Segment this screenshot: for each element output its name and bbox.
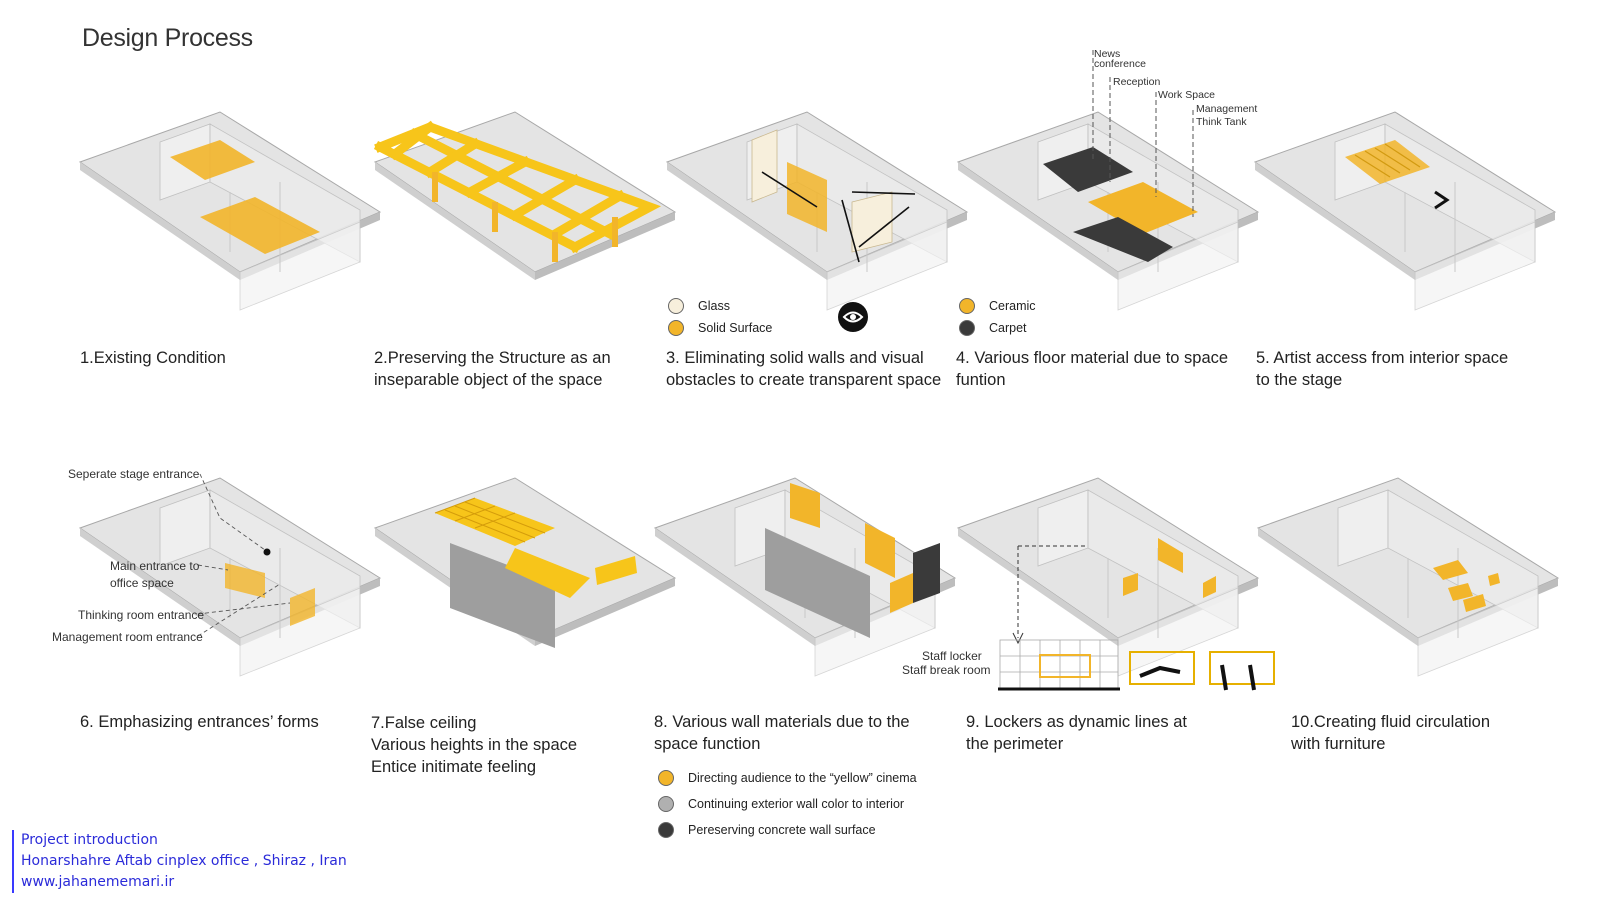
caption-9: 9. Lockers as dynamic lines at the perime… — [966, 711, 1187, 755]
annotation-main-entrance: Main entrance to — [110, 559, 200, 573]
caption-line: to the stage — [1256, 371, 1343, 389]
legend-label: Pereserving concrete wall surface — [688, 823, 876, 837]
legend-label: Solid Surface — [698, 321, 773, 335]
legend-swatch — [668, 298, 684, 314]
annotation-office-space: office space — [110, 576, 174, 590]
legend-item: Ceramic — [959, 295, 1036, 317]
legend-swatch — [658, 770, 674, 786]
legend-swatch — [658, 796, 674, 812]
footer-heading: Project introduction — [21, 832, 158, 848]
diagram-2-structure — [373, 111, 676, 281]
caption-line: 1.Existing Condition — [80, 349, 226, 367]
caption-4: 4. Various floor material due to space fu… — [956, 347, 1228, 391]
annotation-staff-break-room: Staff break room — [902, 663, 991, 677]
annotation-thinking-room: Thinking room entrance — [78, 608, 205, 622]
caption-line: 3. Eliminating solid walls and visual — [666, 349, 924, 367]
diagram-3-transparency — [666, 111, 968, 311]
annotation-news: News — [1094, 48, 1121, 60]
footer-project-name: Honarshahre Aftab cinplex office , Shira… — [21, 853, 347, 869]
legend-label: Ceramic — [989, 299, 1036, 313]
legend-label: Glass — [698, 299, 730, 313]
caption-line: with furniture — [1291, 735, 1386, 753]
eye-icon — [838, 302, 868, 332]
diagram-4-floor — [957, 50, 1259, 311]
annotation-work-space: Work Space — [1158, 89, 1215, 101]
caption-line: inseparable object of the space — [374, 371, 603, 389]
caption-3: 3. Eliminating solid walls and visual obs… — [666, 347, 941, 391]
diagram-5-artist-access — [1254, 111, 1556, 311]
caption-line: 10.Creating fluid circulation — [1291, 713, 1491, 731]
diagram-8-wall-materials — [654, 477, 956, 677]
project-footer: Project introduction Honarshahre Aftab c… — [12, 830, 347, 893]
caption-line: space function — [654, 735, 761, 753]
legend-label: Continuing exterior wall color to interi… — [688, 797, 905, 811]
caption-10: 10.Creating fluid circulation with furnit… — [1291, 711, 1490, 755]
footer-website-link[interactable]: www.jahanememari.ir — [21, 874, 175, 890]
caption-line: 8. Various wall materials due to the — [654, 713, 910, 731]
legend-swatch — [668, 320, 684, 336]
legend-swatch — [658, 822, 674, 838]
diagram-1-existing — [79, 111, 381, 311]
caption-8: 8. Various wall materials due to the spac… — [654, 711, 910, 755]
diagram-7-false-ceiling — [374, 477, 676, 648]
legend-walls: Directing audience to the “yellow” cinem… — [658, 765, 917, 843]
legend-label: Carpet — [989, 321, 1027, 335]
page-title: Design Process — [82, 24, 253, 52]
legend-floor: Ceramic Carpet — [959, 295, 1036, 339]
caption-line: the perimeter — [966, 735, 1064, 753]
annotation-reception: Reception — [1113, 76, 1161, 88]
caption-line: 5. Artist access from interior space — [1256, 349, 1509, 367]
diagram-10-furniture — [1257, 477, 1559, 677]
legend-item: Pereserving concrete wall surface — [658, 817, 917, 843]
caption-line: funtion — [956, 371, 1006, 389]
legend-item: Glass — [668, 295, 772, 317]
caption-line: Various heights in the space — [371, 736, 578, 754]
annotation-staff-locker: Staff locker — [922, 649, 982, 663]
caption-6: 6. Emphasizing entrances’ forms — [80, 711, 319, 733]
legend-swatch — [959, 298, 975, 314]
locker-detail — [998, 639, 1275, 691]
caption-line: 2.Preserving the Structure as an — [374, 349, 611, 367]
annotation-management: Management — [1196, 103, 1258, 115]
legend-item: Carpet — [959, 317, 1036, 339]
annotation-think-tank: Think Tank — [1196, 116, 1247, 128]
caption-line: 6. Emphasizing entrances’ forms — [80, 713, 319, 731]
caption-2: 2.Preserving the Structure as an insepara… — [374, 347, 611, 391]
caption-line: Entice initimate feeling — [371, 758, 537, 776]
caption-5: 5. Artist access from interior space to t… — [1256, 347, 1508, 391]
caption-line: 4. Various floor material due to space — [956, 349, 1229, 367]
caption-line: 7.False ceiling — [371, 714, 477, 732]
diagram-9-lockers — [957, 477, 1259, 677]
caption-1: 1.Existing Condition — [80, 347, 226, 369]
legend-item: Continuing exterior wall color to interi… — [658, 791, 917, 817]
legend-transparency: Glass Solid Surface — [668, 295, 772, 339]
legend-swatch — [959, 320, 975, 336]
caption-line: 9. Lockers as dynamic lines at — [966, 713, 1188, 731]
caption-line: obstacles to create transparent space — [666, 371, 942, 389]
legend-item: Directing audience to the “yellow” cinem… — [658, 765, 917, 791]
legend-item: Solid Surface — [668, 317, 772, 339]
diagram-6-entrances — [79, 473, 381, 677]
annotation-stage-entrance: Seperate stage entrance — [68, 467, 200, 481]
annotation-conference: conference — [1094, 58, 1146, 70]
legend-label: Directing audience to the “yellow” cinem… — [688, 771, 917, 785]
annotation-management-room: Management room entrance — [52, 630, 203, 644]
